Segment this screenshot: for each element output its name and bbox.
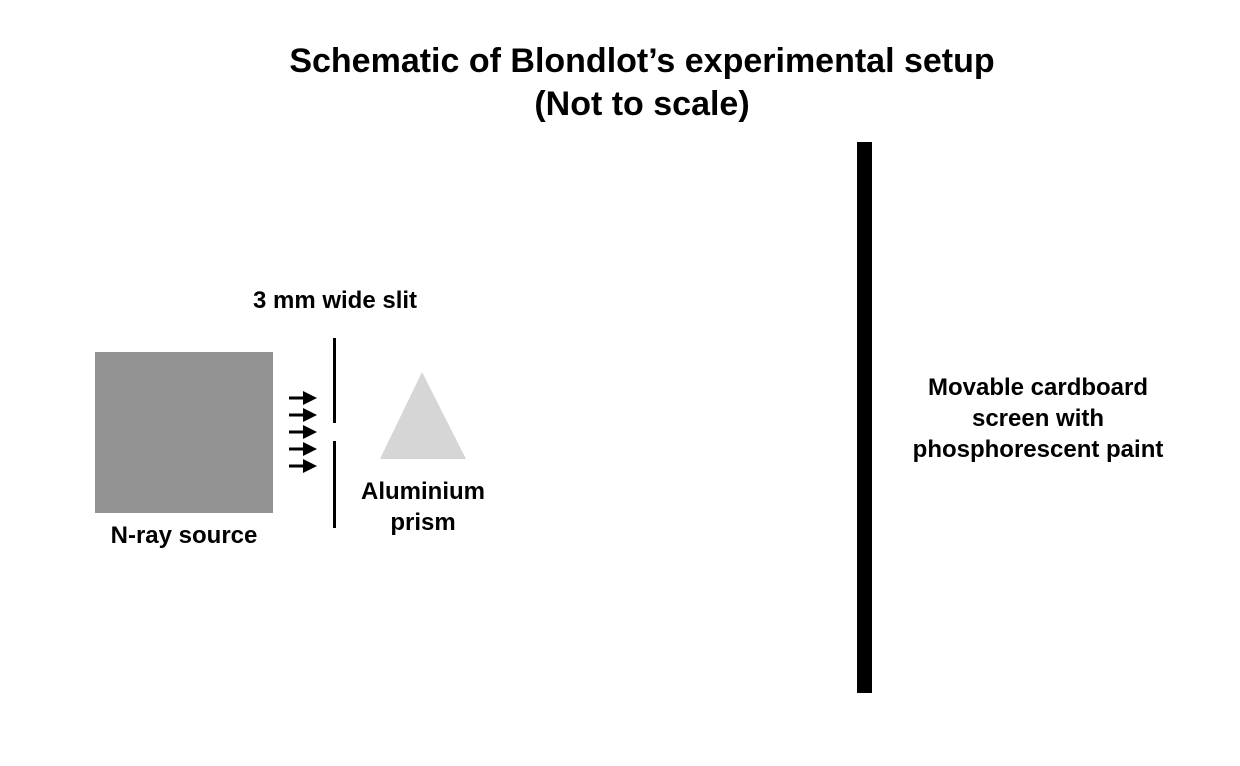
slit-upper-edge [333,338,336,423]
title-line-1: Schematic of Blondlot’s experimental set… [289,42,995,80]
screen-label: Movable cardboard screen with phosphores… [888,372,1188,465]
source-label: N-ray source [110,522,258,549]
ray-arrow-head [303,408,317,422]
phosphorescent-screen [857,142,872,693]
slit-lower-edge [333,441,336,528]
n-ray-source-box [95,352,273,513]
prism-label: Aluminium prism [338,476,508,538]
prism-label-line-2: prism [390,509,456,536]
title-line-2: (Not to scale) [534,85,750,123]
ray-arrow-head [303,425,317,439]
screen-label-line-3: phosphorescent paint [912,436,1164,463]
ray-arrow-head [303,459,317,473]
aluminium-prism [380,372,466,459]
diagram-title: Schematic of Blondlot’s experimental set… [0,40,1240,126]
ray-arrow-head [303,391,317,405]
screen-label-line-1: Movable cardboard [927,374,1149,401]
prism-label-line-1: Aluminium [361,478,485,505]
ray-arrow-head [303,442,317,456]
screen-label-line-2: screen with [971,405,1105,432]
slit-label: 3 mm wide slit [252,287,418,314]
